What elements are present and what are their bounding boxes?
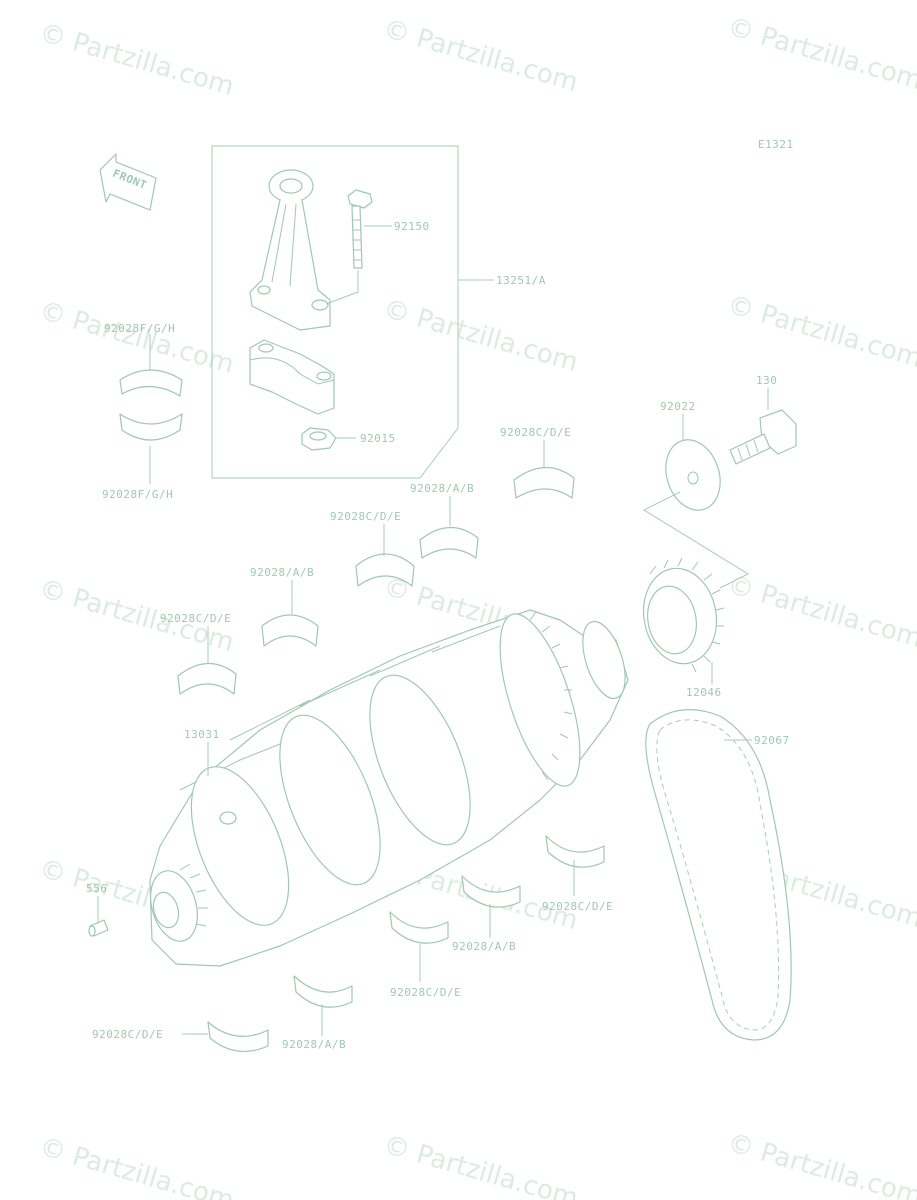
callout-92028ab-3: 92028/A/B: [452, 940, 516, 953]
bolt-guide-line: [325, 270, 359, 305]
watermark: © Partzilla.com: [380, 294, 581, 378]
front-arrow-icon: FRONT: [99, 153, 157, 211]
callout-labels: 92150 13251/A 92028F/G/H 92028F/G/H 9201…: [86, 220, 790, 1051]
callout-92028cde-2: 92028C/D/E: [330, 510, 401, 523]
callout-92028fgh-bottom: 92028F/G/H: [102, 488, 173, 501]
watermark: © Partzilla.com: [724, 1128, 917, 1200]
watermark: © Partzilla.com: [380, 14, 581, 98]
rod-cap: [249, 339, 335, 415]
callout-13251-a: 13251/A: [496, 274, 546, 287]
callout-12046: 12046: [686, 686, 722, 699]
bearing-shell: [177, 466, 575, 695]
crankshaft: [149, 609, 629, 967]
washer-guide-line: [642, 491, 750, 589]
dowel-pin: [88, 919, 109, 937]
callout-92028ab-2: 92028/A/B: [250, 566, 314, 579]
sprocket-12046: [642, 557, 725, 673]
watermark: © Partzilla.com: [724, 290, 917, 374]
bearing-shell: [119, 369, 183, 441]
watermark: © Partzilla.com: [36, 18, 237, 102]
cam-chain-92067: [645, 709, 792, 1041]
callout-92028cde-3: 92028C/D/E: [160, 612, 231, 625]
callout-92028fgh-top: 92028F/G/H: [104, 322, 175, 335]
callout-92028cde-4: 92028C/D/E: [542, 900, 613, 913]
callout-13031: 13031: [184, 728, 220, 741]
callout-556: 556: [86, 882, 107, 895]
watermark: © Partzilla.com: [724, 570, 917, 654]
callout-92022: 92022: [660, 400, 696, 413]
con-rod-assembly-box: [211, 145, 459, 479]
watermark: © Partzilla.com: [36, 296, 237, 380]
diagram-code: E1321: [758, 138, 794, 151]
watermark: © Partzilla.com: [380, 1130, 581, 1200]
callout-92028ab-4: 92028/A/B: [282, 1038, 346, 1051]
callout-92067: 92067: [754, 734, 790, 747]
connecting-rod: [249, 169, 331, 331]
callout-92028cde-6: 92028C/D/E: [92, 1028, 163, 1041]
watermark-layer: © Partzilla.com © Partzilla.com © Partzi…: [36, 12, 917, 1200]
rod-nut: [301, 427, 337, 451]
callout-92028cde-1: 92028C/D/E: [500, 426, 571, 439]
callout-92015: 92015: [360, 432, 396, 445]
watermark: © Partzilla.com: [36, 1132, 237, 1200]
callout-92150: 92150: [394, 220, 430, 233]
callout-92028ab-1: 92028/A/B: [410, 482, 474, 495]
watermark: © Partzilla.com: [724, 12, 917, 96]
washer-92022: [665, 439, 721, 511]
bolt-130: [729, 409, 797, 465]
rod-bolt: [347, 189, 373, 269]
callout-92028cde-5: 92028C/D/E: [390, 986, 461, 999]
callout-130: 130: [756, 374, 777, 387]
bearing-shell: [207, 835, 605, 1052]
leader-lines: [97, 225, 769, 1036]
